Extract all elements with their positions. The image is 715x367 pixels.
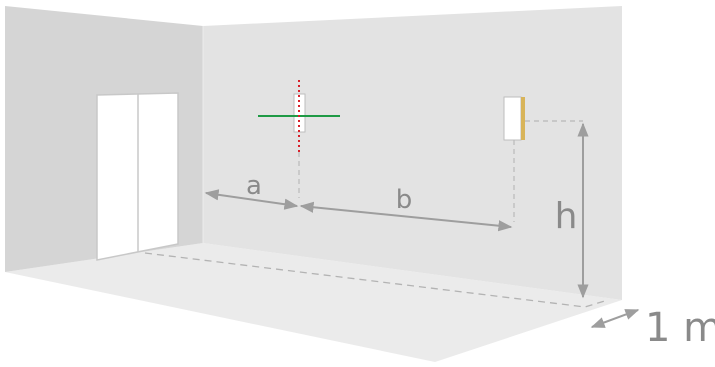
dimension-a-arrow xyxy=(204,189,299,210)
dimension-depth-arrow xyxy=(590,309,640,328)
door-icon xyxy=(96,92,179,261)
floor xyxy=(5,243,622,362)
dimension-depth-label: 1 m xyxy=(645,305,715,351)
dimension-a-label: a xyxy=(246,171,262,201)
floor-guide-line xyxy=(144,252,609,308)
wall-device-icon xyxy=(503,96,525,141)
dimension-b-arrow xyxy=(299,201,513,232)
laser-level-icon xyxy=(258,80,340,152)
dimension-b-label: b xyxy=(396,185,413,215)
dimension-h-label: h xyxy=(555,196,578,237)
